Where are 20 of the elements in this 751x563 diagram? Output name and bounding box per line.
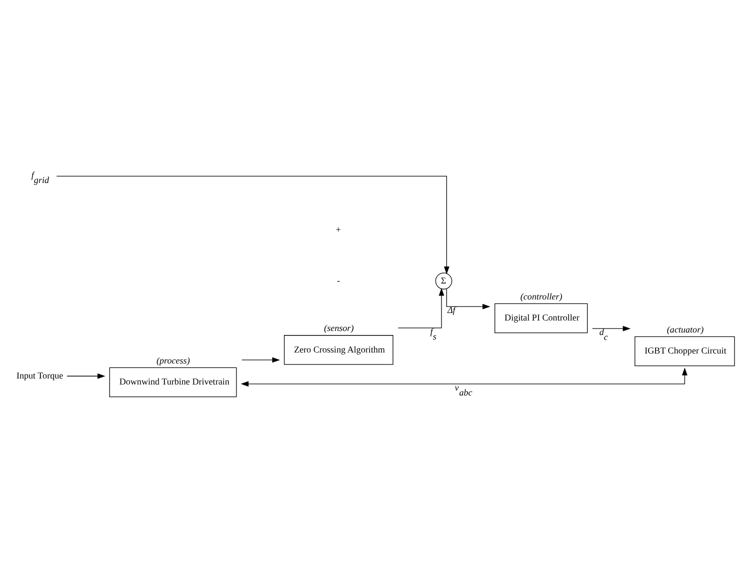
node-box: Downwind Turbine Drivetrain bbox=[109, 366, 237, 397]
edge-label: Δf bbox=[447, 304, 456, 315]
node-circle: Σ bbox=[435, 272, 452, 289]
arrow bbox=[240, 367, 688, 386]
node-label: (actuator) bbox=[666, 324, 704, 334]
node-label: (controller) bbox=[520, 290, 562, 301]
arrow bbox=[446, 288, 490, 309]
arrow bbox=[66, 372, 106, 378]
node-text: Input Torque bbox=[16, 370, 64, 380]
node-box: Digital PI Controller bbox=[494, 302, 588, 333]
node-box: IGBT Chopper Circuit bbox=[634, 336, 735, 366]
node-label: (sensor) bbox=[324, 322, 354, 332]
arrow bbox=[241, 356, 280, 362]
arrow bbox=[592, 325, 631, 331]
arrow bbox=[398, 288, 444, 328]
label: - bbox=[337, 274, 340, 285]
node-box: Zero Crossing Algorithm bbox=[284, 334, 394, 364]
label: + bbox=[336, 224, 341, 234]
arrow bbox=[56, 175, 450, 274]
node-label: (process) bbox=[156, 354, 190, 365]
